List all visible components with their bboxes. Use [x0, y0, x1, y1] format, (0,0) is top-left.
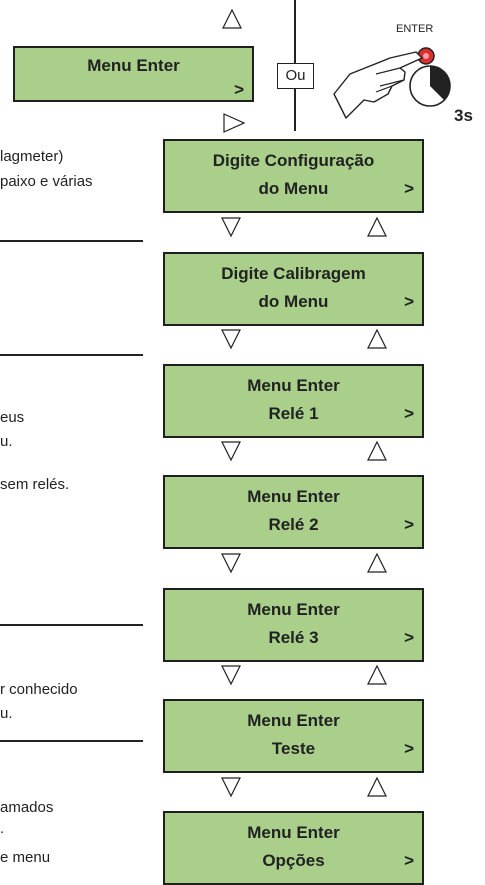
menu-box-line1: Menu Enter	[247, 376, 340, 395]
left-text-1b: paixo e várias	[0, 173, 93, 190]
menu-enter-label: Menu Enter	[87, 56, 180, 75]
up-triangle-icon	[367, 440, 387, 461]
menu-box-line2: Opções	[262, 851, 325, 870]
up-triangle-icon	[367, 552, 387, 573]
left-text-5a: amados	[0, 799, 54, 816]
right-triangle-icon	[223, 113, 246, 133]
rule-3	[0, 624, 143, 626]
menu-enter-box: Menu Enter >	[13, 46, 254, 102]
menu-box-line2: Relé 3	[268, 628, 319, 647]
down-triangle-icon	[221, 441, 241, 462]
down-triangle-icon	[221, 553, 241, 574]
up-triangle-icon	[222, 8, 242, 29]
down-triangle-icon	[221, 217, 241, 238]
menu-box-line1: Menu Enter	[247, 823, 340, 842]
menu-box-arrow: >	[404, 851, 414, 870]
menu-box-arrow: >	[404, 739, 414, 758]
menu-box-line2: Relé 2	[268, 515, 319, 534]
menu-box-arrow: >	[404, 292, 414, 311]
menu-box-relay-2: Menu Enter Relé 2 >	[163, 475, 424, 549]
menu-box-relay-1: Menu Enter Relé 1 >	[163, 364, 424, 438]
hand-pressing-enter-icon	[333, 47, 451, 119]
menu-box-line2: do Menu	[258, 292, 329, 311]
down-triangle-icon	[221, 777, 241, 798]
menu-box-line2: Relé 1	[268, 404, 319, 423]
menu-box-arrow: >	[404, 628, 414, 647]
rule-4	[0, 740, 143, 742]
down-triangle-icon	[221, 665, 241, 686]
menu-box-line2: do Menu	[258, 179, 329, 198]
menu-box-line1: Digite Configuração	[212, 151, 375, 170]
menu-box-calibration: Digite Calibragem do Menu >	[163, 252, 424, 326]
enter-button-label: ENTER	[396, 23, 434, 35]
menu-box-test: Menu Enter Teste >	[163, 699, 424, 773]
menu-box-line1: Menu Enter	[247, 711, 340, 730]
hold-time-label: 3s	[454, 106, 473, 125]
left-text-5b: .	[0, 820, 5, 837]
menu-box-line2: Teste	[271, 739, 316, 758]
ou-box: Ou	[277, 63, 314, 89]
menu-box-line1: Menu Enter	[247, 487, 340, 506]
menu-box-config: Digite Configuração do Menu >	[163, 139, 424, 213]
rule-2	[0, 354, 143, 356]
left-text-4a: r conhecido	[0, 681, 78, 698]
up-triangle-icon	[367, 776, 387, 797]
left-text-3c: sem relés.	[0, 476, 70, 493]
left-text-5c: e menu	[0, 849, 51, 866]
up-triangle-icon	[367, 216, 387, 237]
menu-box-line1: Digite Calibragem	[221, 264, 366, 283]
left-text-3b: u.	[0, 433, 13, 450]
menu-enter-arrow: >	[234, 80, 244, 99]
menu-box-arrow: >	[404, 515, 414, 534]
menu-box-arrow: >	[404, 404, 414, 423]
down-triangle-icon	[221, 329, 241, 350]
left-text-1a: lagmeter)	[0, 148, 64, 165]
menu-box-arrow: >	[404, 179, 414, 198]
rule-1	[0, 240, 143, 242]
menu-box-options: Menu Enter Opções >	[163, 811, 424, 885]
ou-label: Ou	[285, 67, 306, 84]
left-text-3a: eus	[0, 409, 25, 426]
menu-box-relay-3: Menu Enter Relé 3 >	[163, 588, 424, 662]
menu-box-line1: Menu Enter	[247, 600, 340, 619]
up-triangle-icon	[367, 328, 387, 349]
up-triangle-icon	[367, 664, 387, 685]
left-text-4b: u.	[0, 705, 13, 722]
